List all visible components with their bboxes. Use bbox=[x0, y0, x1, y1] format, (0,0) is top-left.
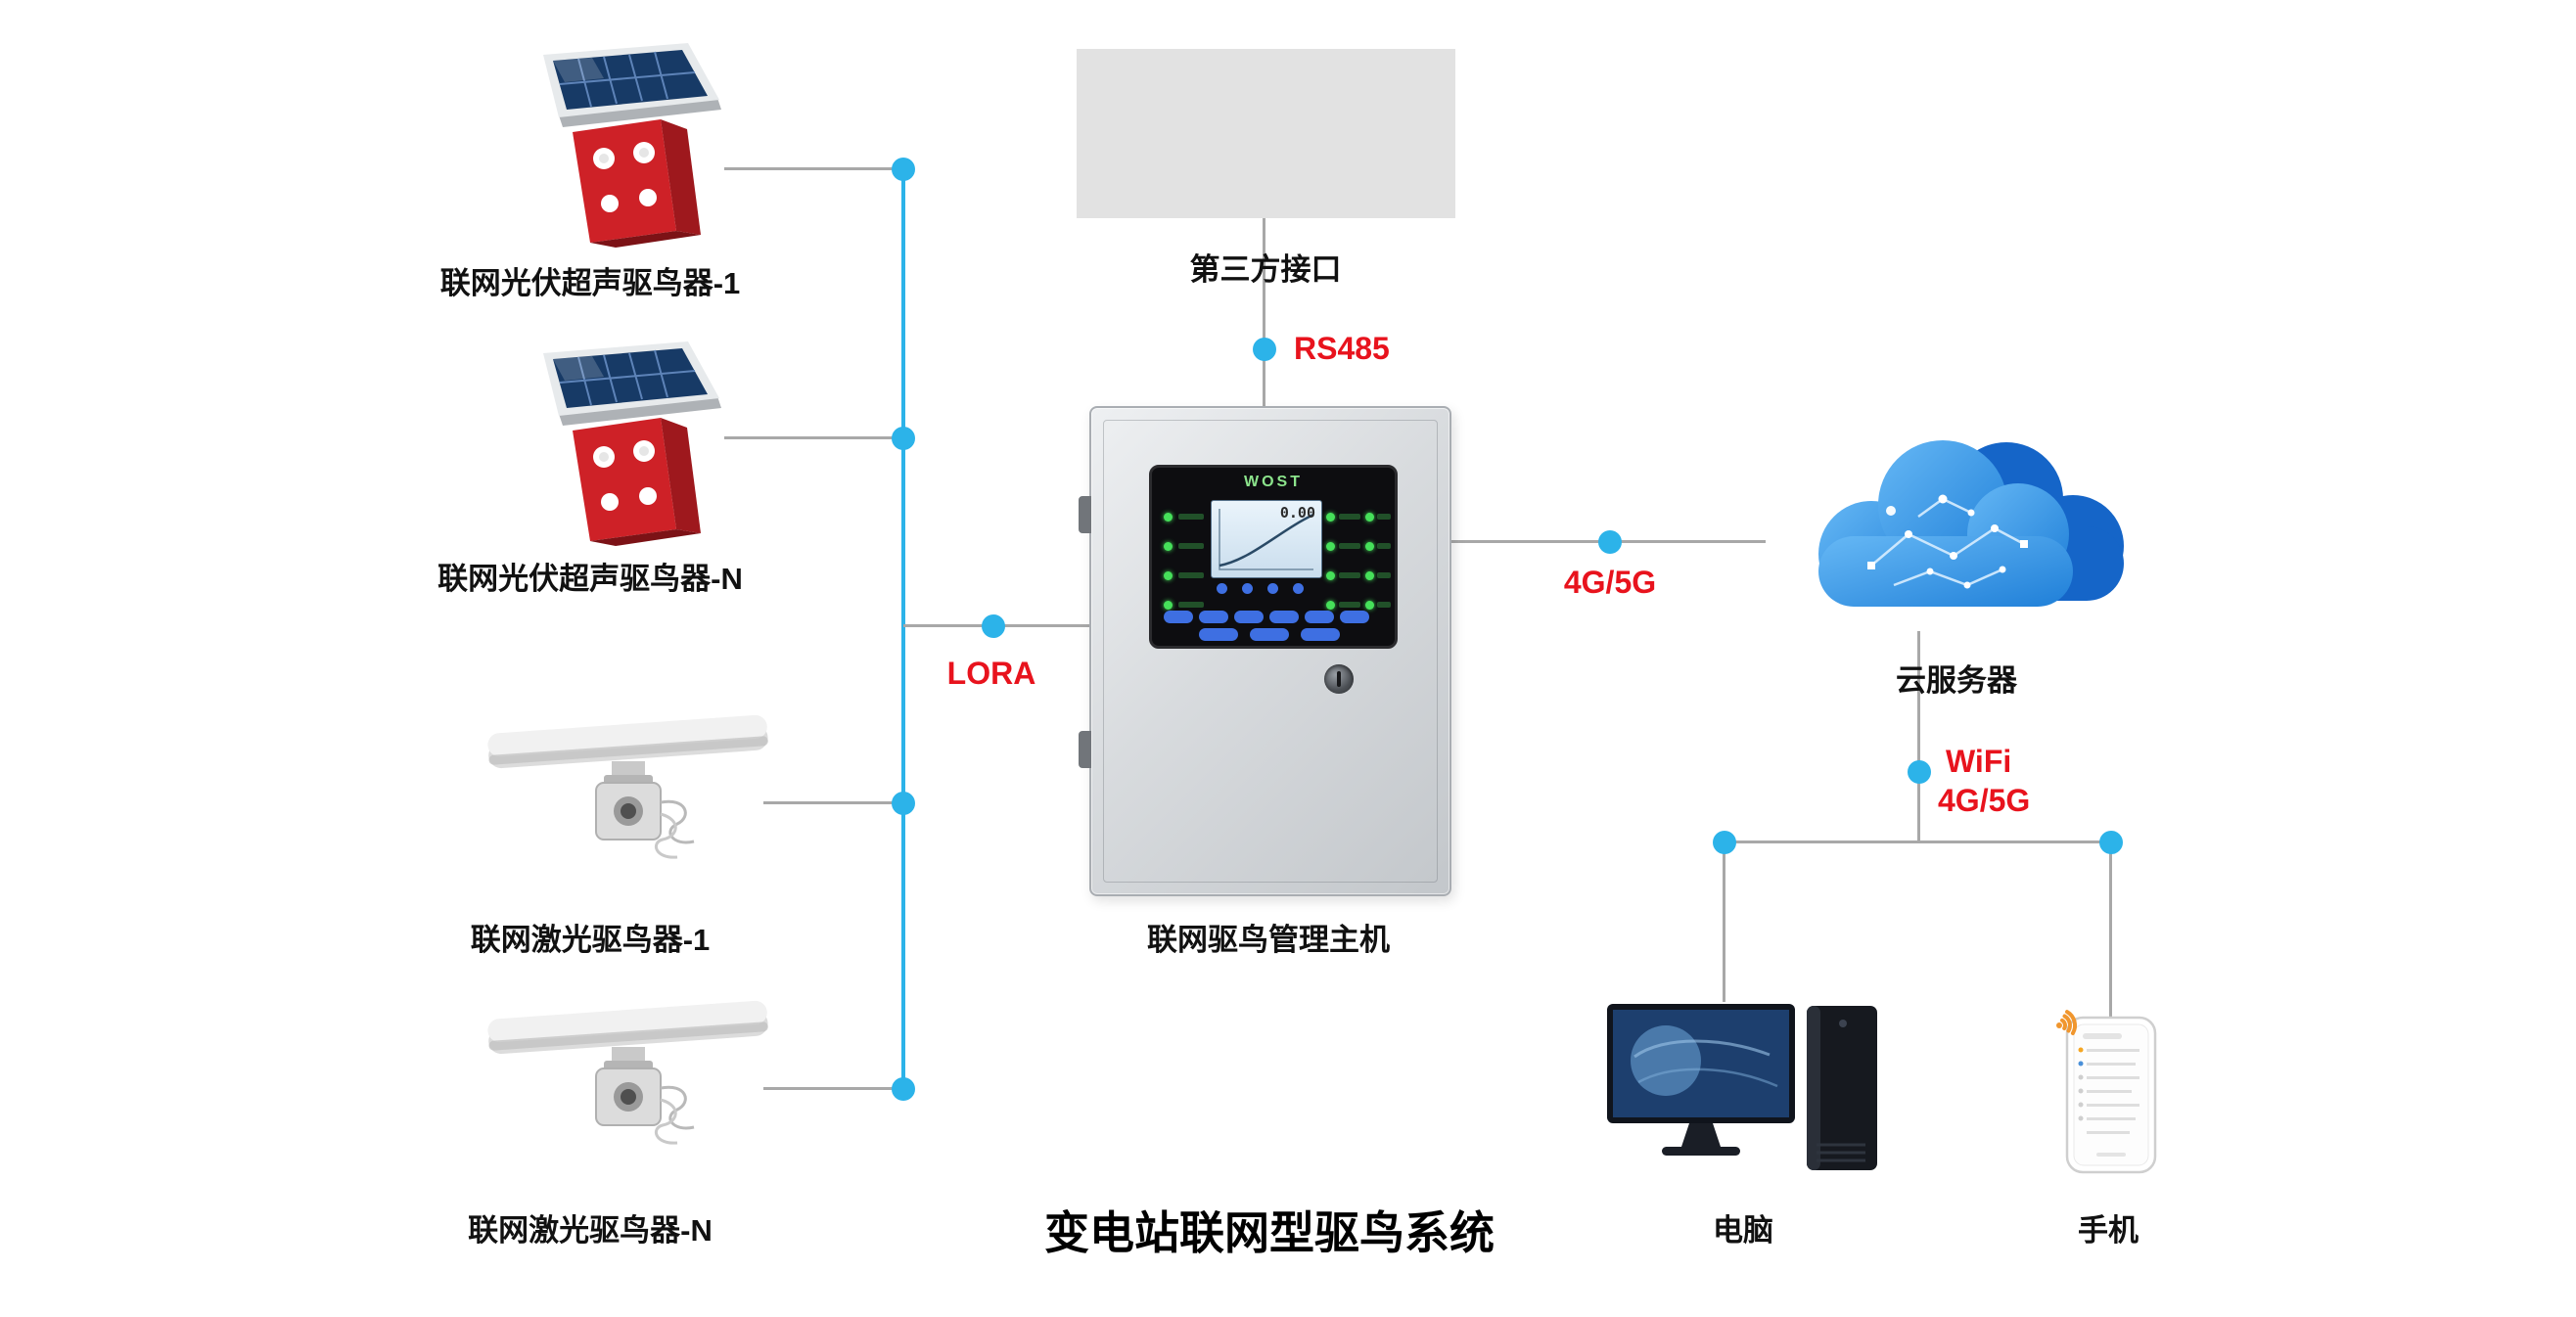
link-solar1-trunk bbox=[724, 167, 903, 170]
panel-button bbox=[1340, 611, 1369, 623]
panel-button bbox=[1199, 611, 1228, 623]
solar-repeller-illustration bbox=[543, 341, 721, 546]
indicator-led bbox=[1164, 571, 1173, 580]
indicator-led bbox=[1164, 601, 1173, 610]
link-phone-drop bbox=[2109, 842, 2112, 1018]
indicator-label bbox=[1377, 572, 1391, 578]
label-wifi-cellular: 4G/5G bbox=[1938, 783, 2031, 818]
indicator-led bbox=[1326, 513, 1335, 522]
solar-repeller-1 bbox=[494, 39, 749, 250]
node-dot-lora bbox=[982, 614, 1005, 638]
diagram-title: 变电站联网型驱鸟系统 bbox=[1044, 1207, 1495, 1258]
node-dot-rs485 bbox=[1253, 338, 1276, 361]
indicator-led bbox=[1164, 542, 1173, 551]
cabinet-door-seam bbox=[1103, 420, 1438, 883]
label-lora: LORA bbox=[946, 656, 1036, 691]
host-keyhole bbox=[1324, 664, 1354, 694]
label-laser-n: 联网激光驱鸟器-N bbox=[468, 1213, 713, 1248]
label-host: 联网驱鸟管理主机 bbox=[1147, 923, 1390, 957]
label-solar-n: 联网光伏超声驱鸟器-N bbox=[437, 562, 743, 596]
link-laserN-trunk bbox=[763, 1087, 903, 1090]
indicator-led bbox=[1365, 542, 1374, 551]
cabinet-hinge-top bbox=[1079, 496, 1091, 533]
indicator-label bbox=[1178, 602, 1204, 608]
node-dot-computer bbox=[1713, 831, 1736, 854]
panel-button bbox=[1199, 628, 1238, 641]
node-dot-wifi bbox=[1908, 760, 1931, 784]
panel-round-button bbox=[1242, 583, 1253, 594]
phone-illustration bbox=[2056, 1010, 2157, 1174]
computer bbox=[1605, 998, 1889, 1179]
indicator-led bbox=[1365, 513, 1374, 522]
indicator-label bbox=[1178, 514, 1204, 520]
signal-waves-icon bbox=[2060, 1010, 2078, 1035]
panel-round-button bbox=[1267, 583, 1278, 594]
indicator-label bbox=[1339, 602, 1360, 608]
panel-button bbox=[1250, 628, 1289, 641]
label-wifi: WiFi bbox=[1946, 744, 2012, 779]
indicator-led bbox=[1164, 513, 1173, 522]
host-control-panel: WOST 0.00 bbox=[1149, 465, 1398, 649]
panel-button bbox=[1234, 611, 1264, 623]
solar-repeller-n bbox=[494, 338, 749, 548]
indicator-label bbox=[1178, 572, 1204, 578]
lora-trunk-line bbox=[901, 169, 905, 1089]
link-laser1-trunk bbox=[763, 801, 903, 804]
cloud-server bbox=[1762, 409, 2153, 644]
solar-repeller-illustration bbox=[543, 43, 721, 248]
label-cloud: 云服务器 bbox=[1896, 663, 2017, 698]
laser-repeller-illustration bbox=[487, 1000, 768, 1145]
host-brand-logo: WOST bbox=[1244, 474, 1303, 490]
link-clients-branch bbox=[1725, 840, 2112, 843]
node-dot-phone bbox=[2099, 831, 2123, 854]
laser-repeller-1 bbox=[477, 704, 780, 895]
panel-button bbox=[1164, 611, 1193, 623]
laser-repeller-n bbox=[477, 990, 780, 1181]
phone bbox=[2053, 1006, 2166, 1177]
host-screen-graph bbox=[1219, 509, 1314, 570]
host-screen-value: 0.00 bbox=[1279, 504, 1315, 522]
link-cloud-down bbox=[1917, 631, 1920, 842]
cloud-illustration bbox=[1818, 440, 2124, 607]
indicator-led bbox=[1326, 601, 1335, 610]
label-cellular: 4G/5G bbox=[1563, 565, 1657, 600]
panel-round-button bbox=[1293, 583, 1304, 594]
indicator-label bbox=[1339, 543, 1360, 549]
link-rs485 bbox=[1263, 218, 1265, 406]
computer-illustration bbox=[1607, 1004, 1877, 1170]
cabinet-hinge-bottom bbox=[1079, 731, 1091, 768]
third-party-box bbox=[1077, 49, 1455, 218]
panel-button bbox=[1269, 611, 1299, 623]
indicator-label bbox=[1339, 572, 1360, 578]
label-computer: 电脑 bbox=[1713, 1213, 1773, 1248]
indicator-led bbox=[1326, 542, 1335, 551]
link-computer-drop bbox=[1723, 842, 1725, 1002]
node-dot-laser1 bbox=[892, 792, 915, 815]
indicator-led bbox=[1365, 601, 1374, 610]
node-dot-solar1 bbox=[892, 158, 915, 181]
indicator-label bbox=[1377, 514, 1391, 520]
label-solar-1: 联网光伏超声驱鸟器-1 bbox=[439, 266, 741, 300]
host-screen: 0.00 bbox=[1211, 500, 1322, 578]
panel-button bbox=[1305, 611, 1334, 623]
panel-button bbox=[1301, 628, 1340, 641]
node-dot-cellular bbox=[1598, 530, 1622, 554]
host-cabinet: WOST 0.00 bbox=[1079, 406, 1451, 896]
node-dot-laserN bbox=[892, 1077, 915, 1101]
indicator-label bbox=[1377, 602, 1391, 608]
label-rs485: RS485 bbox=[1294, 331, 1390, 366]
indicator-label bbox=[1377, 543, 1391, 549]
indicator-led bbox=[1326, 571, 1335, 580]
label-phone: 手机 bbox=[2078, 1213, 2139, 1248]
indicator-led bbox=[1365, 571, 1374, 580]
indicator-label bbox=[1178, 543, 1204, 549]
indicator-label bbox=[1339, 514, 1360, 520]
laser-repeller-illustration bbox=[487, 714, 768, 859]
link-solarN-trunk bbox=[724, 436, 903, 439]
label-third-party: 第三方接口 bbox=[1189, 252, 1342, 287]
node-dot-solarN bbox=[892, 427, 915, 450]
panel-round-button bbox=[1217, 583, 1227, 594]
label-laser-1: 联网激光驱鸟器-1 bbox=[470, 923, 711, 957]
